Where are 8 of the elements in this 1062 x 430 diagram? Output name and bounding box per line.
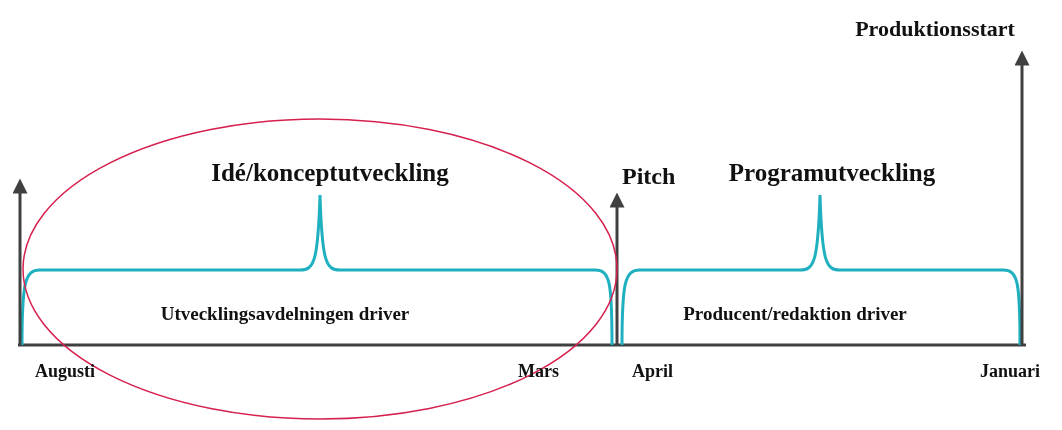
- month-label: Augusti: [35, 362, 96, 380]
- month-label: Januari: [980, 362, 1040, 380]
- phase-caption: Producent/redaktion driver: [683, 304, 907, 323]
- phase-caption: Utvecklingsavdelningen driver: [160, 304, 410, 323]
- phase-title: Idé/konceptutveckling: [211, 160, 449, 185]
- milestone-label: Produktionsstart: [855, 18, 1015, 40]
- milestone-label: Pitch: [622, 164, 676, 188]
- phase-title: Programutveckling: [728, 160, 936, 185]
